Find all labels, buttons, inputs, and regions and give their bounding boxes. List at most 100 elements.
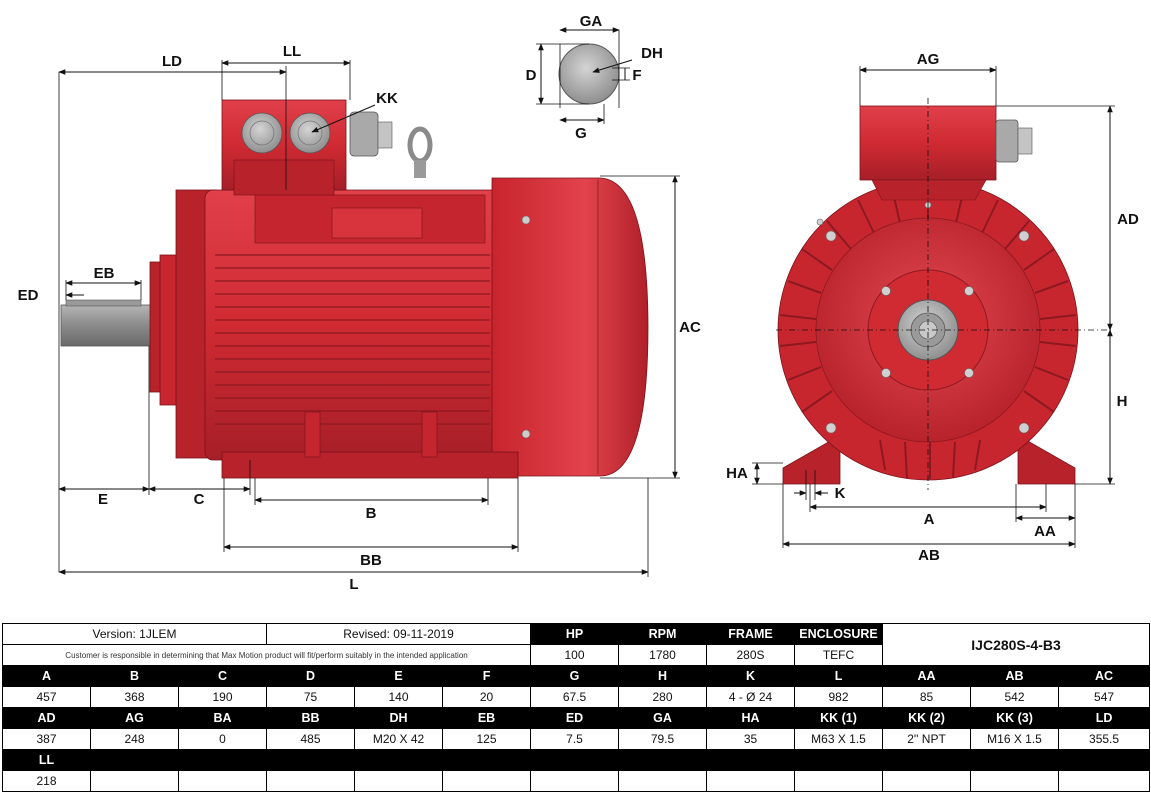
dim-value: 0 [177, 728, 268, 750]
hp-header: HP [530, 623, 620, 645]
dim-header: L [794, 665, 884, 687]
rpm-value: 1780 [618, 644, 708, 666]
dim-value: 79.5 [618, 728, 708, 750]
empty-cell [354, 749, 444, 771]
empty-cell [177, 749, 268, 771]
mounting-feet [221, 451, 519, 479]
empty-cell [266, 770, 356, 792]
dim-header: D [266, 665, 356, 687]
dim-header: G [530, 665, 620, 687]
empty-cell [1058, 770, 1151, 792]
dim-header: HA [706, 707, 796, 729]
side-view: LD LL KK AC EB ED E C B BB L [18, 43, 701, 593]
dim-label-ld: LD [162, 53, 182, 70]
dim-value: 547 [1058, 686, 1151, 708]
dim-value: 2'' NPT [882, 728, 972, 750]
empty-cell [266, 749, 356, 771]
lifting-eyebolt [407, 126, 433, 164]
dim-label-ac: AC [679, 319, 701, 336]
cable-entry-1 [241, 112, 283, 154]
empty-cell [706, 749, 796, 771]
dim-header: AB [970, 665, 1060, 687]
dim-header: BB [266, 707, 356, 729]
info-row-2: Customer is responsible in determining t… [1, 644, 1150, 666]
dim-label-f: F [632, 67, 641, 84]
empty-cell [618, 749, 708, 771]
empty-cell [1058, 749, 1151, 771]
dim-value: 457 [2, 686, 91, 708]
empty-cell [442, 749, 532, 771]
dim-label-eb: EB [94, 265, 115, 282]
cable-gland [349, 111, 379, 157]
end-cover-bolts [816, 201, 1030, 434]
dim-header: A [2, 665, 91, 687]
dim-header: EB [442, 707, 532, 729]
dim-value: 190 [177, 686, 268, 708]
dim-value: 4 - Ø 24 [706, 686, 796, 708]
dim-value: M63 X 1.5 [794, 728, 884, 750]
dim-header: B [90, 665, 179, 687]
empty-cell [970, 770, 1060, 792]
dim-value: 387 [2, 728, 91, 750]
cooling-fins [215, 254, 490, 425]
empty-cell [882, 749, 972, 771]
side-view-dimensions [58, 60, 680, 577]
version-text: Version: 1JLEM [1, 623, 268, 645]
dim-header: AG [90, 707, 179, 729]
dim-label-ag: AG [917, 51, 940, 68]
dim-value: 248 [90, 728, 179, 750]
disclaimer-text: Customer is responsible in determining t… [1, 644, 532, 666]
dim-header: DH [354, 707, 444, 729]
motor-dimension-drawing: LD LL KK AC EB ED E C B BB L GA DH D F G [18, 13, 1139, 593]
dim-value: 67.5 [530, 686, 620, 708]
dim-label-g: G [575, 125, 587, 142]
dim-header: K [706, 665, 796, 687]
dim-header: KK (1) [794, 707, 884, 729]
dim-label-aa: AA [1034, 523, 1056, 540]
dim-label-ha: HA [726, 465, 748, 482]
dimension-header-row-3: LL [2, 749, 1151, 771]
dim-value: 85 [882, 686, 972, 708]
rpm-header: RPM [618, 623, 708, 645]
dim-header: E [354, 665, 444, 687]
info-row-1: Version: 1JLEM Revised: 09-11-2019 HP RP… [1, 623, 1151, 666]
dim-value: M16 X 1.5 [970, 728, 1060, 750]
dimension-value-row-1: 457 368 190 75 140 20 67.5 280 4 - Ø 24 … [2, 686, 1151, 708]
empty-cell [530, 749, 620, 771]
dim-value: 355.5 [1058, 728, 1151, 750]
end-view-dimensions [752, 66, 1115, 548]
revised-text: Revised: 09-11-2019 [266, 623, 532, 645]
dim-value: 7.5 [530, 728, 620, 750]
end-view-feet [782, 439, 841, 485]
empty-cell [90, 749, 179, 771]
dim-label-k: K [835, 485, 846, 502]
dim-label-a: A [924, 511, 935, 528]
dim-label-h: H [1117, 393, 1128, 410]
dim-value: 542 [970, 686, 1060, 708]
empty-cell [794, 770, 884, 792]
dim-value: 140 [354, 686, 444, 708]
cable-entry-2 [289, 112, 331, 154]
dim-label-ga: GA [580, 13, 603, 30]
hp-value: 100 [530, 644, 620, 666]
empty-cell [706, 770, 796, 792]
dim-value: 485 [266, 728, 356, 750]
shaft-detail-view: GA DH D F G [526, 13, 663, 142]
fan-cover [491, 177, 649, 477]
dimension-value-row-2: 387 248 0 485 M20 X 42 125 7.5 79.5 35 M… [2, 728, 1151, 750]
empty-cell [530, 770, 620, 792]
dim-header: BA [177, 707, 268, 729]
dim-label-c: C [194, 491, 205, 508]
enclosure-header: ENCLOSURE [794, 623, 884, 645]
shaft-end-disc [558, 43, 620, 105]
empty-cell [442, 770, 532, 792]
dim-value: 125 [442, 728, 532, 750]
dim-value: 35 [706, 728, 796, 750]
end-view: AG AD H HA K A AA AB [726, 51, 1139, 564]
shaft [60, 304, 154, 347]
dim-value: 982 [794, 686, 884, 708]
dim-header: LD [1058, 707, 1151, 729]
model-number: IJC280S-4-B3 [882, 623, 1151, 666]
dim-header: C [177, 665, 268, 687]
dim-label-ed: ED [18, 287, 39, 304]
